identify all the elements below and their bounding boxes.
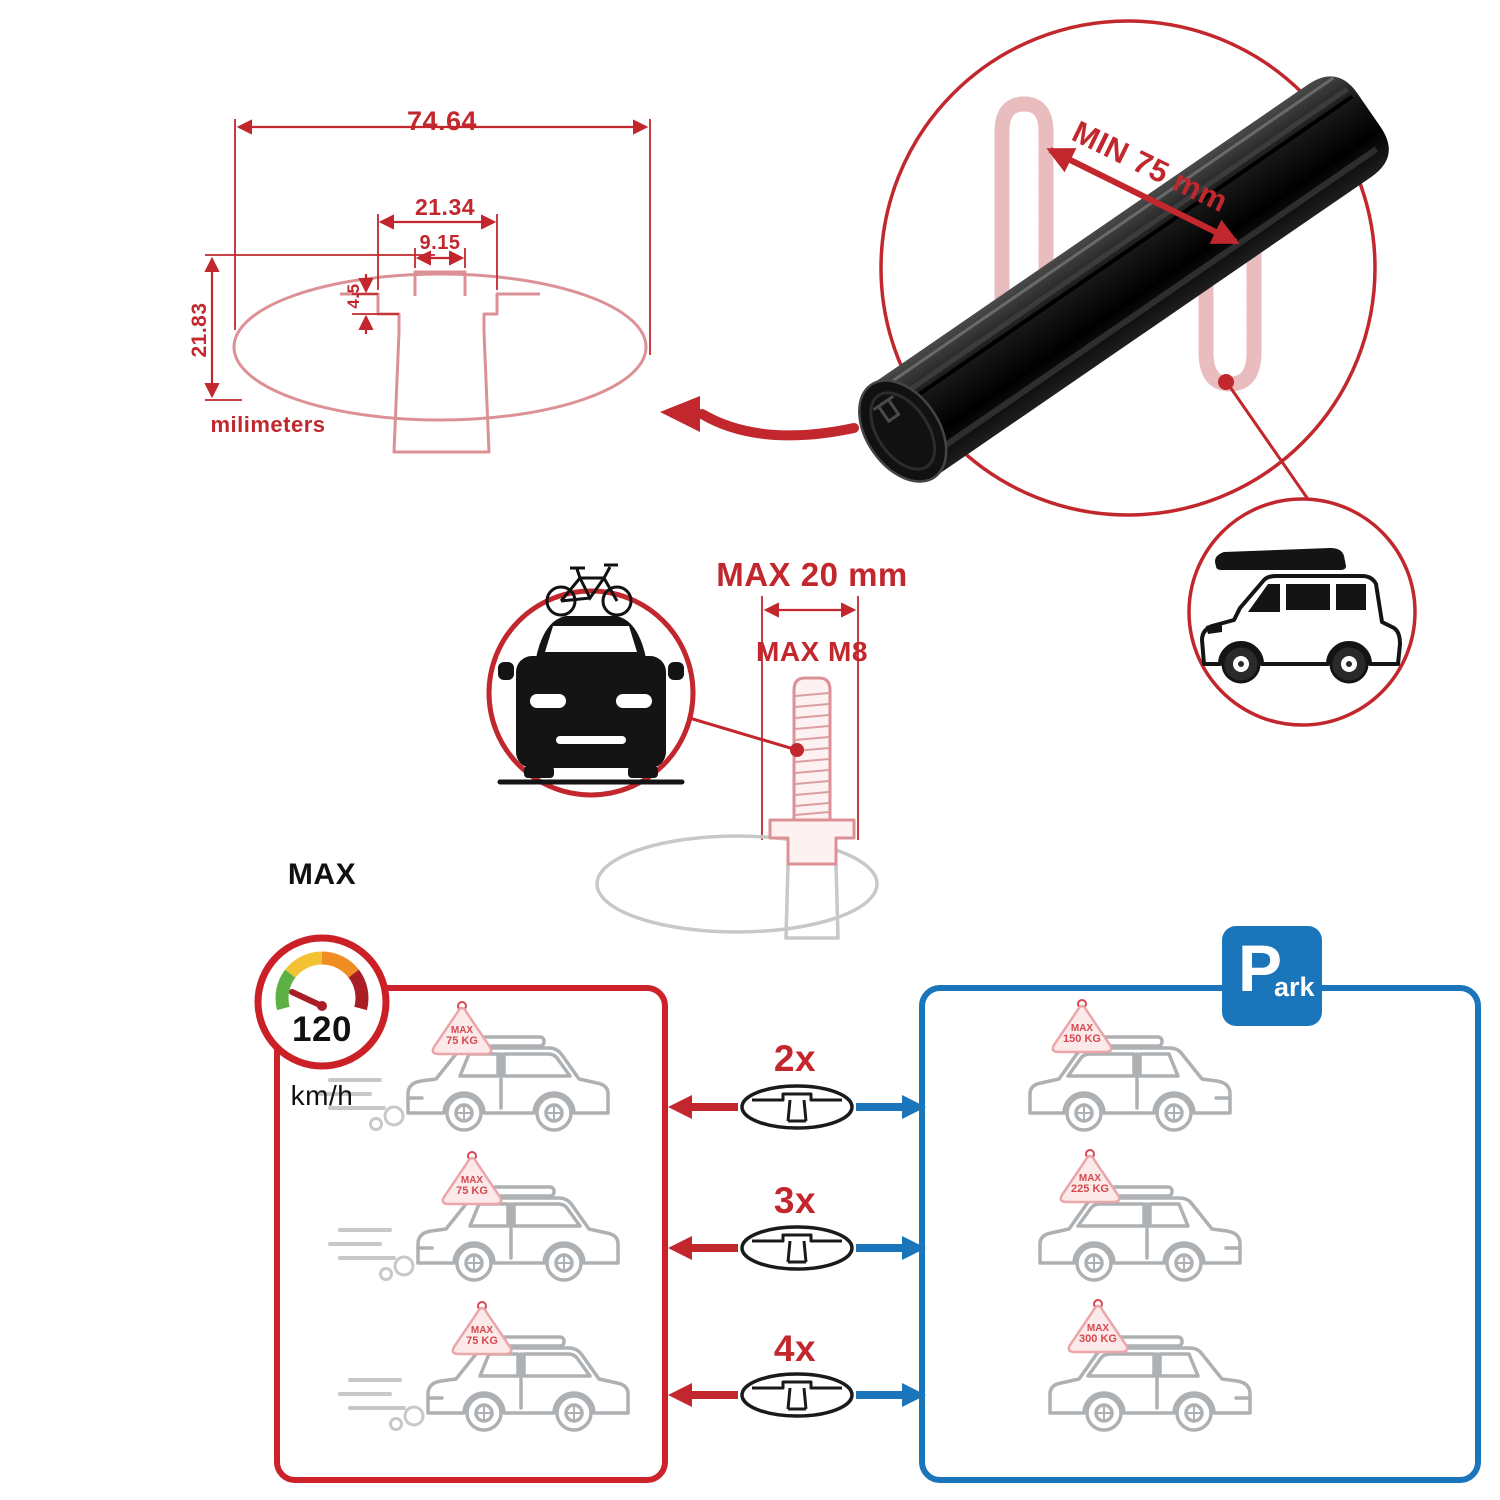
badge-weight-label: 75 KG (446, 1035, 478, 1047)
multiplier-row-2 (668, 1225, 926, 1271)
dim-lip-depth-label: 4.5 (344, 283, 363, 309)
speed-value-label: 120 (292, 1010, 352, 1049)
driving-panel-cars (318, 1035, 630, 1432)
speedometer (254, 934, 390, 1070)
multiplier-label-3: 4x (773, 1328, 817, 1369)
badge-max-label: MAX (460, 1175, 484, 1186)
speed-unit-label: km/h (290, 1080, 354, 1111)
max-thread-label: MAX M8 (756, 636, 868, 667)
gray-bar-profile (595, 834, 879, 940)
car-front-icon (497, 616, 685, 785)
badge-weight-label: 225 KG (1071, 1183, 1109, 1195)
bolt-dimension-lines (761, 596, 859, 840)
badge-weight-label: 300 KG (1079, 1333, 1117, 1345)
dim-inner-width-label: 9.15 (419, 232, 461, 254)
t-bolt (768, 676, 856, 866)
park-letter: P (1238, 931, 1283, 1005)
parked-panel-box (919, 985, 1481, 1483)
badge-max-label: MAX (450, 1025, 474, 1036)
badge-max-label: MAX (1070, 1023, 1094, 1034)
leader-line (1226, 383, 1314, 506)
min-span-arrow (1046, 147, 1240, 245)
motion-lines (338, 1378, 425, 1432)
badge-max-label: MAX (1078, 1173, 1102, 1184)
bolt-leader-line (675, 712, 798, 752)
bar-profile-outline (232, 270, 648, 454)
roofbox-suv-bubble (1187, 497, 1417, 727)
driving-panel-box (274, 985, 668, 1483)
max-width-label: MAX 20 mm (716, 556, 908, 593)
parked-panel-cars (1028, 1035, 1252, 1432)
dimension-lines (204, 119, 651, 401)
multiplier-row-3 (668, 1372, 926, 1418)
dim-units-label: milimeters (210, 412, 326, 437)
badge-weight-label: 75 KG (456, 1185, 488, 1197)
badge-max-label: MAX (470, 1325, 494, 1336)
roof-box (1215, 548, 1346, 570)
bicycle-icon (545, 563, 633, 617)
multiplier-label-1: 2x (773, 1038, 817, 1079)
leader-dot (1218, 374, 1234, 390)
park-suffix: ark (1274, 972, 1315, 1002)
dim-slot-width-label: 21.34 (414, 194, 476, 220)
bike-car-bubble (486, 563, 696, 798)
speed-max-label: MAX (287, 858, 357, 891)
multiplier-row-1 (668, 1084, 926, 1130)
dim-bar-height-label: 21.83 (188, 302, 211, 358)
cross-section-dimension-diagram (204, 119, 859, 454)
bolt-diagram (595, 596, 879, 940)
badge-weight-label: 75 KG (466, 1335, 498, 1347)
dim-total-width-label: 74.64 (406, 106, 478, 136)
multiplier-label-2: 3x (773, 1180, 817, 1221)
detail-circle (879, 19, 1377, 517)
bolt-leader-dot (790, 743, 804, 757)
badge-max-label: MAX (1086, 1323, 1110, 1334)
badge-weight-label: 150 KG (1063, 1033, 1101, 1045)
crossbar-detail-bubble (858, 19, 1389, 517)
suv-roofbox-car (1200, 574, 1402, 684)
park-sign: P ark (1222, 926, 1322, 1026)
crossbar-3d-render (858, 76, 1389, 483)
pointer-arrow (660, 396, 859, 441)
motion-lines (328, 1228, 415, 1282)
speedometer-needle (289, 989, 325, 1009)
